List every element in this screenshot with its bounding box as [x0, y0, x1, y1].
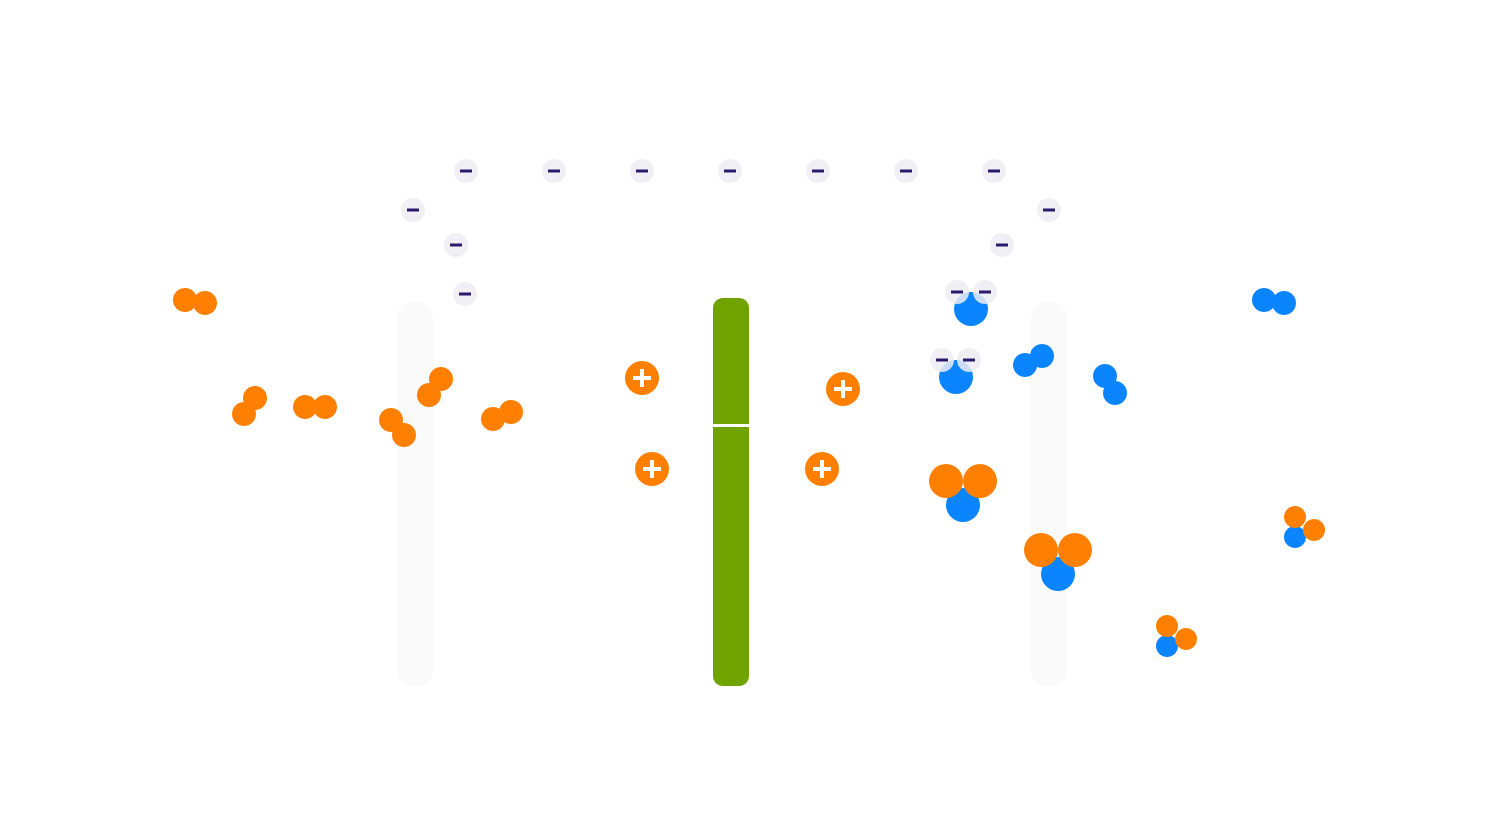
oxygen-atom-icon	[1013, 353, 1037, 377]
electron-minus-sign	[951, 290, 963, 294]
minus-circle-icon	[973, 280, 997, 304]
minus-circle-icon	[718, 159, 742, 183]
minus-circle-icon	[1037, 198, 1061, 222]
membrane	[713, 298, 749, 686]
plus-circle-icon	[826, 372, 860, 406]
protons-layer	[625, 361, 860, 486]
electron-minus-sign	[636, 169, 648, 173]
minus-circle-icon	[806, 159, 830, 183]
proton-plus-vertical	[650, 460, 654, 478]
hydrogen-atom-icon	[929, 464, 963, 498]
minus-circle-icon	[930, 348, 954, 372]
electron-minus-sign	[460, 169, 472, 173]
oxygen-atom-icon	[1156, 635, 1178, 657]
minus-circle-icon	[444, 233, 468, 257]
hydrogen-atom-icon	[1024, 533, 1058, 567]
minus-circle-icon	[990, 233, 1014, 257]
minus-circle-icon	[894, 159, 918, 183]
hydrogen-atom-icon	[499, 400, 523, 424]
electron-minus-sign	[1043, 208, 1055, 212]
membrane-divider	[713, 424, 749, 427]
electron-minus-sign	[963, 358, 975, 362]
electron-minus-sign	[936, 358, 948, 362]
oxygen-atom-icon	[1103, 381, 1127, 405]
oxygen-atom-icon	[1284, 526, 1306, 548]
proton-plus-vertical	[841, 380, 845, 398]
plus-circle-icon	[805, 452, 839, 486]
minus-circle-icon	[630, 159, 654, 183]
minus-circle-icon	[454, 159, 478, 183]
hydrogen-atom-icon	[963, 464, 997, 498]
electron-minus-sign	[459, 292, 471, 296]
hydrogen-atom-icon	[293, 395, 317, 419]
hydrogen-atom-icon	[417, 383, 441, 407]
oxygen-atom-icon	[946, 488, 980, 522]
oxygen-atom-icon	[1272, 291, 1296, 315]
electron-minus-sign	[988, 169, 1000, 173]
molecules-layer	[173, 288, 1325, 657]
hydrogen-atom-icon	[232, 402, 256, 426]
proton-plus-vertical	[820, 460, 824, 478]
oxygen-atom-icon	[1252, 288, 1276, 312]
hydrogen-atom-icon	[392, 423, 416, 447]
hydrogen-atom-icon	[1175, 628, 1197, 650]
hydrogen-atom-icon	[313, 395, 337, 419]
hydrogen-atom-icon	[481, 407, 505, 431]
minus-circle-icon	[453, 282, 477, 306]
proton-plus-vertical	[640, 369, 644, 387]
anode-electrode	[397, 302, 433, 686]
plus-circle-icon	[625, 361, 659, 395]
minus-circle-icon	[982, 159, 1006, 183]
minus-circle-icon	[542, 159, 566, 183]
membrane-layer	[713, 298, 749, 686]
hydrogen-atom-icon	[1156, 615, 1178, 637]
plus-circle-icon	[635, 452, 669, 486]
hydrogen-atom-icon	[1284, 506, 1306, 528]
hydrogen-atom-icon	[1058, 533, 1092, 567]
hydrogen-atom-icon	[173, 288, 197, 312]
electron-minus-sign	[979, 290, 991, 294]
electron-minus-sign	[812, 169, 824, 173]
electrons-layer	[401, 159, 1061, 372]
minus-circle-icon	[945, 280, 969, 304]
minus-circle-icon	[957, 348, 981, 372]
hydrogen-atom-icon	[1303, 519, 1325, 541]
electron-minus-sign	[407, 208, 419, 212]
electron-minus-sign	[450, 243, 462, 247]
hydrogen-atom-icon	[193, 291, 217, 315]
oxygen-atom-icon	[1041, 557, 1075, 591]
electron-minus-sign	[900, 169, 912, 173]
electron-minus-sign	[724, 169, 736, 173]
electron-minus-sign	[548, 169, 560, 173]
electron-minus-sign	[996, 243, 1008, 247]
minus-circle-icon	[401, 198, 425, 222]
